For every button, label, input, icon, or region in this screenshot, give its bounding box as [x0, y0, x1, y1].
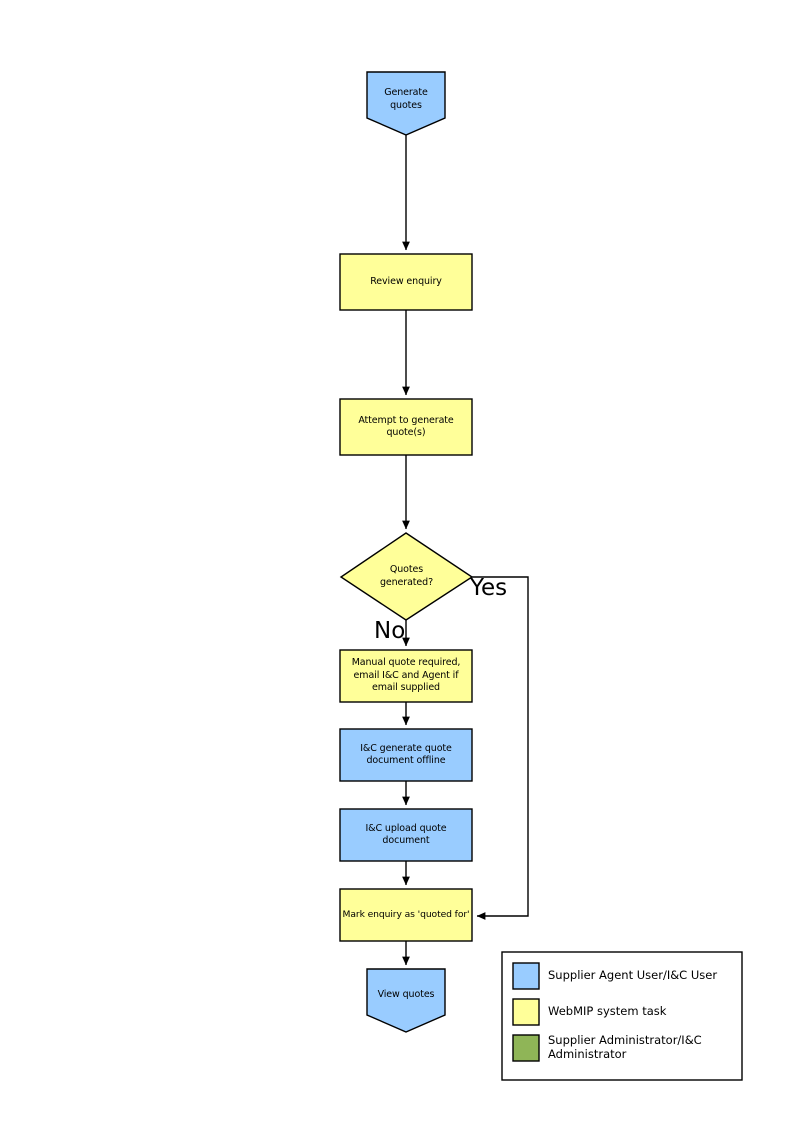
- node-shape-rect: [339, 253, 473, 311]
- node-shape-rect: [339, 808, 473, 862]
- node-generate-quotes[interactable]: [366, 71, 446, 136]
- node-quotes-generated-decision[interactable]: [339, 532, 474, 621]
- edge-label-no: No: [374, 618, 406, 644]
- node-ic-generate-quote-offline[interactable]: [339, 728, 473, 782]
- node-shape-pentagon: [366, 968, 446, 1033]
- node-shape-rect: [339, 728, 473, 782]
- legend-border: [501, 951, 743, 1081]
- connector-group: [402, 135, 529, 966]
- legend-label-user: Supplier Agent User/I&C User: [548, 968, 718, 982]
- legend-label-admin: Supplier Administrator/I&C Administrator: [548, 1033, 702, 1061]
- node-attempt-generate-quotes[interactable]: [339, 398, 473, 456]
- node-view-quotes[interactable]: [366, 968, 446, 1033]
- edge-label-yes: Yes: [470, 575, 508, 601]
- node-shape-rect: [339, 398, 473, 456]
- edge-decision-yes-to-mark: [472, 576, 529, 920]
- legend-swatch-admin: [512, 1034, 540, 1062]
- node-ic-upload-quote-document[interactable]: [339, 808, 473, 862]
- node-shape-rect: [339, 649, 473, 703]
- legend-label-system: WebMIP system task: [548, 1004, 667, 1018]
- node-review-enquiry[interactable]: [339, 253, 473, 311]
- legend-swatch-user: [512, 962, 540, 990]
- node-mark-enquiry-quoted-for[interactable]: [339, 888, 473, 942]
- node-shape-diamond: [339, 532, 474, 621]
- node-manual-quote-required[interactable]: [339, 649, 473, 703]
- legend-swatch-system: [512, 998, 540, 1026]
- node-shape-rect: [339, 888, 473, 942]
- legend: [501, 951, 743, 1081]
- node-shape-pentagon: [366, 71, 446, 136]
